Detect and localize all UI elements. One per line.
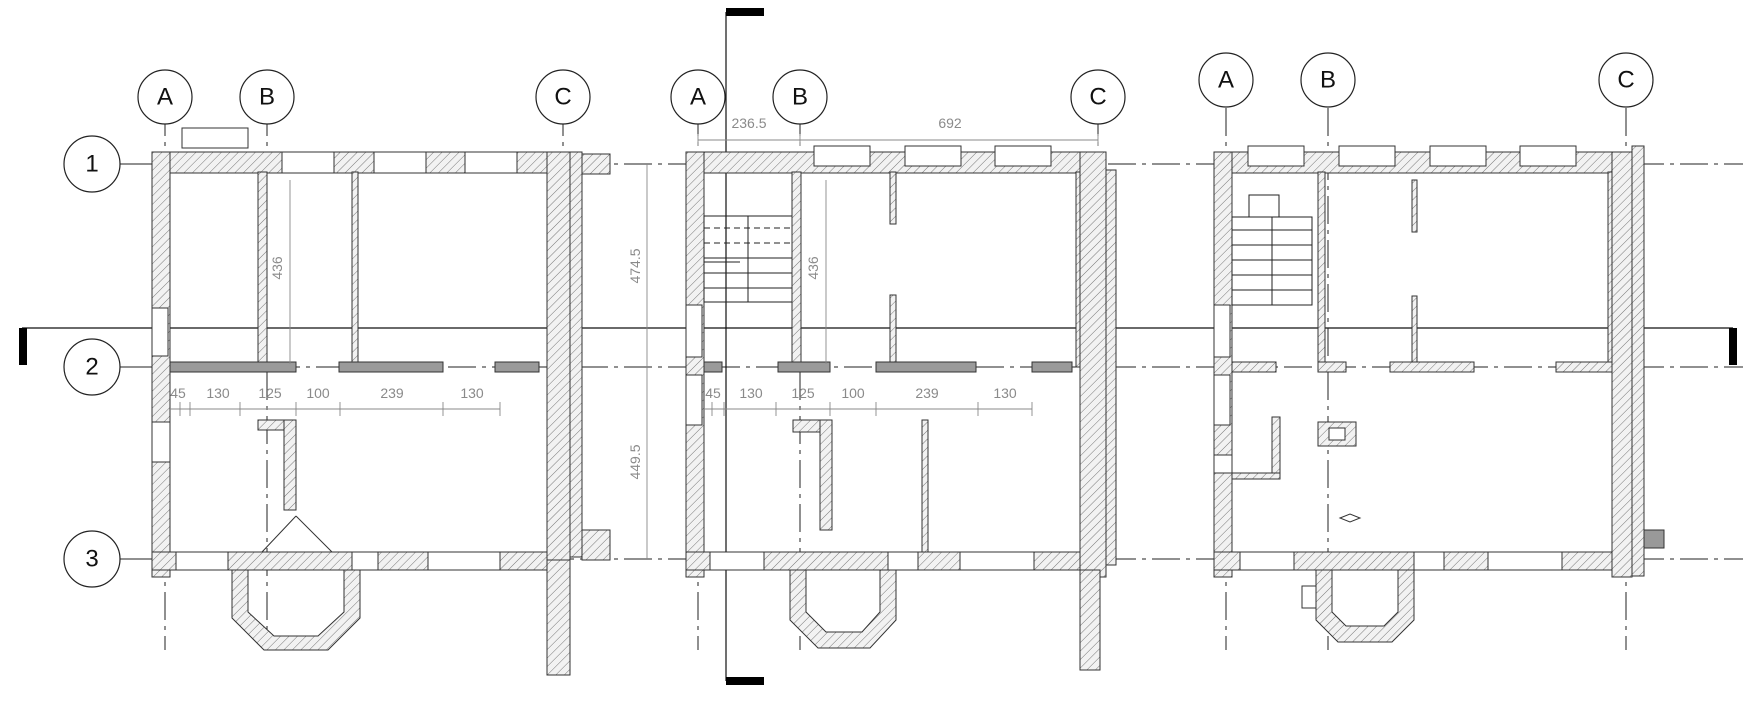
section-marker-top bbox=[726, 8, 764, 16]
grid-label-col-a: A bbox=[157, 84, 173, 111]
section-marker-right bbox=[1729, 328, 1737, 365]
grid-label-row-2: 2 bbox=[85, 354, 98, 381]
grid-bubble-col-c-left: C bbox=[535, 69, 591, 125]
grid-label-col-b: B bbox=[259, 84, 275, 111]
dim-top-bc: 692 bbox=[938, 115, 962, 131]
dim-chain-mid-5: 239 bbox=[915, 385, 939, 401]
svg-text:A: A bbox=[690, 84, 706, 111]
dim-chain-left-4: 100 bbox=[306, 385, 330, 401]
dim-chain-mid-4: 100 bbox=[841, 385, 865, 401]
dim-chain-left-6: 130 bbox=[460, 385, 484, 401]
dim-chain-left-3: 125 bbox=[258, 385, 282, 401]
dim-chain-mid-1: 45 bbox=[705, 385, 721, 401]
grid-bubble-col-a-left: A bbox=[137, 69, 193, 125]
grid-bubble-col-c-right: C bbox=[1598, 52, 1654, 108]
grid-bubble-col-c-middle: C bbox=[1070, 69, 1126, 125]
dim-chain-left-5: 239 bbox=[380, 385, 404, 401]
grid-bubble-col-b-left: B bbox=[239, 69, 295, 125]
grid-label-row-3: 3 bbox=[85, 546, 98, 573]
stair-middle bbox=[703, 215, 793, 303]
grid-bubble-col-b-middle: B bbox=[772, 69, 828, 125]
wall-east-left bbox=[546, 151, 571, 578]
dim-vertical-mid: 436 bbox=[805, 256, 821, 280]
svg-text:B: B bbox=[792, 84, 808, 111]
grid-label-row-1: 1 bbox=[85, 151, 98, 178]
grid-bubble-row-3: 3 bbox=[63, 530, 121, 588]
dim-chain-mid-2: 130 bbox=[739, 385, 763, 401]
grid-label-col-c: C bbox=[554, 84, 571, 111]
dim-chain-mid-6: 130 bbox=[993, 385, 1017, 401]
dim-chain-mid-3: 125 bbox=[791, 385, 815, 401]
svg-text:A: A bbox=[1218, 67, 1234, 94]
grid-bubble-col-a-right: A bbox=[1198, 52, 1254, 108]
dim-vertical-left: 436 bbox=[269, 256, 285, 280]
dimensions-left: 436 474.5 449.5 45 130 125 100 239 130 bbox=[170, 164, 648, 559]
plan-left: A B C bbox=[137, 69, 611, 680]
dim-height-upper: 474.5 bbox=[627, 248, 643, 283]
svg-text:C: C bbox=[1617, 67, 1634, 94]
section-marker-left bbox=[19, 328, 27, 365]
grid-bubble-col-b-right: B bbox=[1300, 52, 1356, 108]
plan-right: A B C bbox=[1198, 52, 1665, 650]
svg-text:B: B bbox=[1320, 67, 1336, 94]
grid-bubble-col-a-middle: A bbox=[670, 69, 726, 125]
grid-bubble-row-1: 1 bbox=[63, 135, 121, 193]
dim-height-lower: 449.5 bbox=[627, 444, 643, 479]
wall-west-left bbox=[151, 151, 171, 578]
dim-top-ab: 236.5 bbox=[731, 115, 766, 131]
cut-wall-left-1 bbox=[169, 361, 297, 373]
plan-middle: A B C bbox=[670, 69, 1126, 671]
section-marker-bottom bbox=[726, 677, 764, 685]
dim-chain-left-1: 45 bbox=[170, 385, 186, 401]
dimensions-middle: 236.5 692 436 45 130 125 100 239 130 bbox=[697, 115, 1099, 416]
stair-right bbox=[1231, 194, 1313, 306]
svg-text:C: C bbox=[1089, 84, 1106, 111]
dim-chain-left-2: 130 bbox=[206, 385, 230, 401]
grid-bubble-row-2: 2 bbox=[63, 338, 121, 396]
